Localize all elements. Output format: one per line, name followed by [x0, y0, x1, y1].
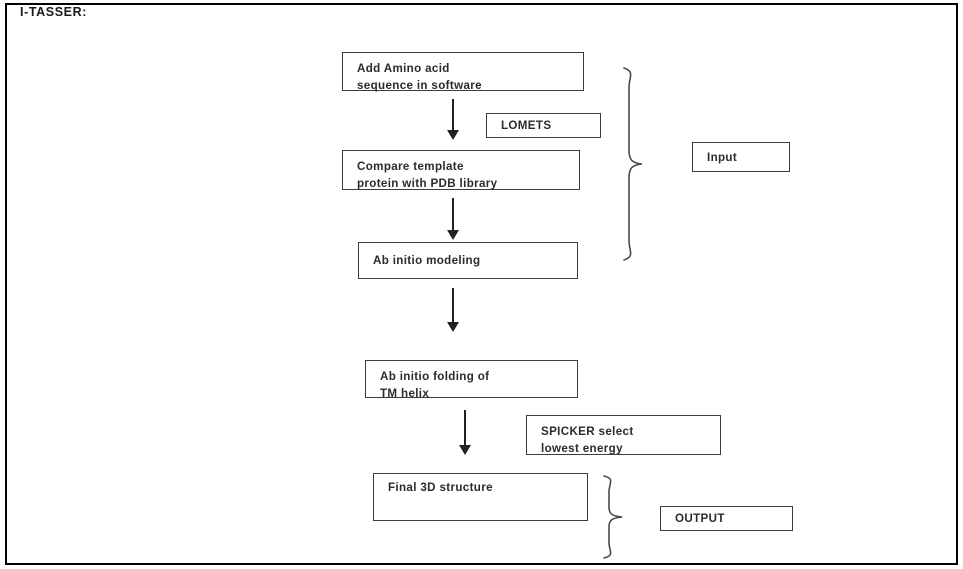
- node-add-amino-acid-sequence[interactable]: Add Amino acid sequence in software: [342, 52, 584, 92]
- brace-output: [600, 474, 630, 560]
- node-lomets[interactable]: LOMETS: [486, 113, 601, 138]
- node-line: lowest energy: [541, 442, 623, 455]
- node-line: Add Amino acid: [357, 62, 450, 75]
- node-line: sequence in software: [357, 79, 482, 92]
- arrow-down-1: [444, 99, 462, 140]
- group-label-output[interactable]: OUTPUT: [660, 506, 793, 531]
- node-line: Compare template: [357, 160, 464, 173]
- node-line: LOMETS: [501, 119, 552, 132]
- arrow-down-4: [456, 410, 474, 455]
- node-line: SPICKER select: [541, 425, 634, 438]
- group-label-text: OUTPUT: [675, 512, 725, 525]
- group-label-text: Input: [707, 150, 738, 164]
- node-spicker[interactable]: SPICKER select lowest energy: [526, 415, 721, 455]
- page-title: I-TASSER:: [20, 5, 87, 19]
- node-final-3d-structure[interactable]: Final 3D structure: [373, 473, 588, 521]
- arrow-down-2: [444, 198, 462, 240]
- node-ab-initio-folding[interactable]: Ab initio folding of TM helix: [365, 360, 578, 400]
- group-label-input[interactable]: Input: [692, 142, 790, 172]
- arrow-down-3: [444, 288, 462, 332]
- brace-input: [620, 66, 650, 262]
- node-line: Ab initio modeling: [373, 254, 481, 267]
- node-compare-template[interactable]: Compare template protein with PDB librar…: [342, 150, 580, 190]
- node-line: Final 3D structure: [388, 481, 493, 494]
- node-line: Ab initio folding of: [380, 370, 490, 383]
- node-line: TM helix: [380, 387, 430, 400]
- node-ab-initio-modeling[interactable]: Ab initio modeling: [358, 242, 578, 279]
- node-line: protein with PDB library: [357, 177, 498, 190]
